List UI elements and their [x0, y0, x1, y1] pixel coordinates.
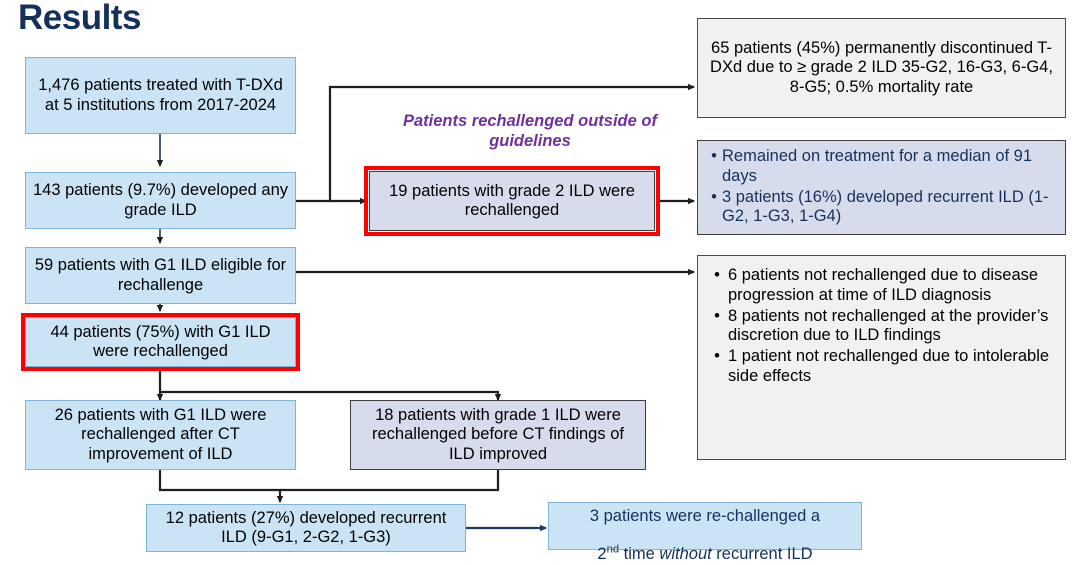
- list-item: • 6 patients not rechallenged due to dis…: [706, 266, 1055, 306]
- annotation-outside-guidelines: Patients rechallenged outside of guideli…: [403, 112, 657, 150]
- not-rechallenged-reason-2: 8 patients not rechallenged at the provi…: [728, 306, 1049, 345]
- g1-eligible-box-text: 59 patients with G1 ILD eligible for rec…: [34, 256, 287, 294]
- g1-rechallenged-box: 44 patients (75%) with G1 ILD were recha…: [25, 317, 296, 367]
- recurrent-ild-box-text: 12 patients (27%) developed recurrent IL…: [165, 508, 447, 546]
- any-grade-ild-box: 143 patients (9.7%) developed any grade …: [25, 172, 296, 229]
- recurrent-ild-box: 12 patients (27%) developed recurrent IL…: [146, 504, 466, 552]
- rechallenged-before-ct-box: 18 patients with grade 1 ILD were rechal…: [350, 400, 646, 470]
- second-rechallenge-box: 3 patients were re-challenged a 2nd time…: [548, 502, 862, 563]
- bullet-icon: •: [714, 347, 720, 366]
- second-rechallenge-without: without: [659, 545, 712, 564]
- bullet-icon: •: [711, 147, 717, 165]
- grade2-outcome-2: 3 patients (16%) developed recurrent ILD…: [722, 187, 1049, 226]
- g1-rechallenged-box-text: 44 patients (75%) with G1 ILD were recha…: [50, 322, 271, 360]
- grade2-outcomes-box: • Remained on treatment for a median of …: [697, 140, 1066, 235]
- permanently-discontinued-box-text: 65 patients (45%) permanently discontinu…: [710, 38, 1053, 96]
- second-rechallenge-line1: 3 patients were re-challenged a: [589, 506, 821, 525]
- permanently-discontinued-box: 65 patients (45%) permanently discontinu…: [697, 18, 1066, 118]
- grade2-outcome-1: Remained on treatment for a median of 91…: [722, 147, 1033, 185]
- rechallenged-before-ct-box-text: 18 patients with grade 1 ILD were rechal…: [372, 405, 624, 463]
- rechallenged-after-ct-box: 26 patients with G1 ILD were rechallenge…: [25, 400, 296, 470]
- second-rechallenge-ordinal-num: 2: [597, 545, 607, 564]
- list-item: • 3 patients (16%) developed recurrent I…: [706, 188, 1055, 228]
- second-rechallenge-ordinal-suffix: nd: [606, 543, 620, 556]
- cohort-box: 1,476 patients treated with T-DXd at 5 i…: [25, 57, 296, 134]
- not-rechallenged-reason-3: 1 patient not rechallenged due to intole…: [728, 347, 1050, 385]
- list-item: • 1 patient not rechallenged due to into…: [706, 347, 1055, 387]
- page-title: Results: [18, 0, 141, 37]
- highlight-outline-g1-rechallenged: [21, 313, 300, 371]
- bullet-icon: •: [714, 266, 720, 284]
- bullet-icon: •: [711, 187, 717, 206]
- not-rechallenged-reasons-box: • 6 patients not rechallenged due to dis…: [697, 255, 1066, 460]
- list-item: • 8 patients not rechallenged at the pro…: [706, 307, 1055, 347]
- list-item: • Remained on treatment for a median of …: [706, 147, 1055, 187]
- rechallenged-after-ct-box-text: 26 patients with G1 ILD were rechallenge…: [54, 405, 267, 463]
- second-rechallenge-tail: recurrent ILD: [711, 545, 813, 564]
- grade2-rechallenged-box: 19 patients with grade 2 ILD were rechal…: [369, 171, 655, 231]
- not-rechallenged-reason-1: 6 patients not rechallenged due to disea…: [728, 266, 1039, 304]
- highlight-outline-grade2-rechallenged: [364, 166, 660, 236]
- connector-18-to-12: [280, 470, 500, 492]
- connector-44-to-18: [158, 371, 502, 401]
- cohort-box-text: 1,476 patients treated with T-DXd at 5 i…: [38, 76, 283, 114]
- second-rechallenge-box-text: 3 patients were re-challenged a 2nd time…: [555, 487, 855, 565]
- grade2-rechallenged-box-text: 19 patients with grade 2 ILD were rechal…: [389, 181, 635, 219]
- any-grade-ild-box-text: 143 patients (9.7%) developed any grade …: [32, 181, 288, 219]
- second-rechallenge-time: time: [619, 545, 660, 564]
- bullet-icon: •: [714, 306, 720, 325]
- connector-26-to-12: [158, 470, 284, 503]
- g1-eligible-box: 59 patients with G1 ILD eligible for rec…: [25, 247, 296, 304]
